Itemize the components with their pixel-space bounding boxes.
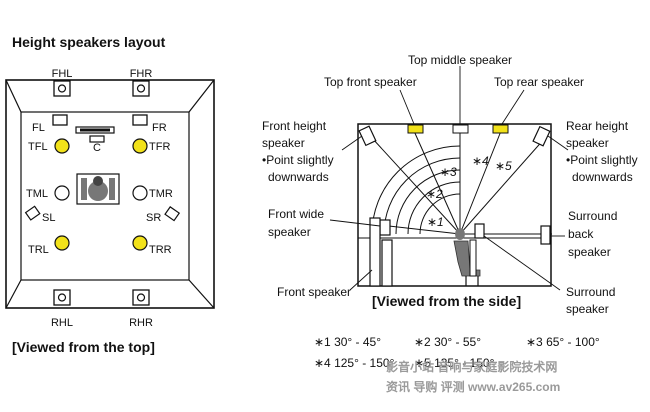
label-front-wide-speaker: Front wide speaker [268,207,327,239]
side-view-room [357,123,552,287]
room-outer-wall [5,79,215,309]
watermark-line-2: 资讯 导购 评测 www.av265.com [386,379,560,394]
label-front-speaker: Front speaker [277,285,351,299]
note-3: ∗3 65° - 100° [526,335,600,349]
surround-back-speaker-icon [540,225,551,245]
listener-icon [76,173,120,205]
sr-speaker-icon [164,206,181,222]
fr-speaker-icon [132,114,148,126]
fhr-speaker-icon [132,80,150,97]
label-fr: FR [152,122,167,134]
fhl-speaker-icon [53,80,71,97]
note-5: ∗5 135° - 150° [414,356,495,370]
tml-speaker-icon [54,185,70,201]
angle-mark-5: ∗5 [495,159,512,173]
angle-arcs [371,145,461,235]
label-top-middle-speaker: Top middle speaker [408,53,512,67]
tmr-speaker-icon [132,185,148,201]
label-surround-back-speaker: Surround back speaker [568,209,621,259]
side-view-caption: [Viewed from the side] [372,293,521,309]
angle-mark-3: ∗3 [440,165,457,179]
label-rhl: RHL [51,317,73,329]
front-speaker-2-icon [381,239,393,287]
room-inner-ceiling [20,111,190,281]
front-height-speaker-icon [358,125,377,147]
angle-mark-2: ∗2 [426,187,443,201]
rear-height-speaker-icon [532,125,551,147]
angle-mark-4: ∗4 [472,154,489,168]
note-1: ∗1 30° - 45° [314,335,381,349]
label-sl: SL [42,212,55,224]
label-rhr: RHR [129,317,153,329]
tfl-speaker-icon [54,138,70,154]
front-wide-speaker-icon [379,219,391,236]
label-fhr: FHR [130,68,153,80]
center-speaker-icon [89,135,105,143]
label-trr: TRR [149,244,172,256]
sl-speaker-icon [24,205,41,221]
tfr-speaker-icon [132,138,148,154]
surround-speaker-icon [474,223,485,239]
label-rear-height-speaker: Rear height speaker •Point slightly down… [566,119,641,184]
label-tfl: TFL [28,141,48,153]
sound-direction-lines [371,130,552,235]
note-2: ∗2 30° - 55° [414,335,481,349]
rhr-speaker-icon [132,289,150,306]
note-4: ∗4 125° - 150° [314,356,395,370]
trl-speaker-icon [54,235,70,251]
label-tml: TML [26,188,48,200]
side-room-outline [357,123,552,287]
label-tmr: TMR [149,188,173,200]
top-view-caption: [Viewed from the top] [12,339,155,355]
label-front-height-speaker: Front height speaker •Point slightly dow… [262,119,337,184]
trr-speaker-icon [132,235,148,251]
seated-listener-icon [453,228,481,286]
fl-speaker-icon [52,114,68,126]
watermark-line-1: 影音小站 音响与家庭影院技术网 [386,359,557,374]
top-middle-speaker-icon [452,124,469,134]
label-fl: FL [32,122,45,134]
leader-lines [329,66,569,291]
label-sr: SR [146,212,161,224]
label-top-front-speaker: Top front speaker [324,75,417,89]
label-c: C [93,142,101,154]
label-tfr: TFR [149,141,170,153]
top-view-room [5,79,215,309]
top-rear-speaker-icon [492,124,509,134]
angle-mark-1: ∗1 [427,215,444,229]
label-surround-speaker: Surround speaker [566,285,619,316]
label-top-rear-speaker: Top rear speaker [494,75,584,89]
top-front-speaker-icon [407,124,424,134]
label-fhl: FHL [52,68,73,80]
front-speaker-icon [369,217,381,287]
label-trl: TRL [28,244,49,256]
diagram-title: Height speakers layout [12,34,166,50]
rhl-speaker-icon [53,289,71,306]
